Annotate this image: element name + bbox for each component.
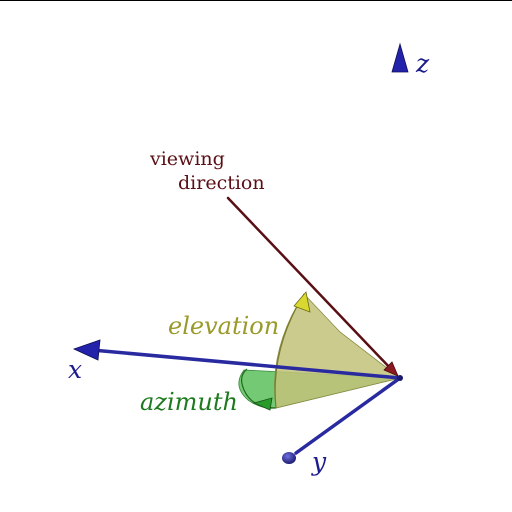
y-axis-label: y [311, 447, 327, 476]
viewing-label-line1: viewing [149, 148, 225, 170]
origin-point [397, 375, 403, 381]
top-border [0, 0, 512, 1]
elevation-arrowhead [293, 291, 311, 313]
elevation-label: elevation [168, 312, 279, 340]
x-axis [90, 348, 402, 380]
z-axis-arrowhead [391, 42, 409, 73]
azimuth-arrowhead [252, 397, 273, 411]
x-axis-arrowhead [72, 339, 101, 361]
y-axis-arrowhead [282, 452, 296, 464]
x-axis-label: x [68, 355, 82, 384]
viewing-direction-line [226, 196, 394, 372]
viewing-direction-arrowhead [383, 361, 399, 377]
viewing-label-line2: direction [178, 172, 265, 194]
z-axis-label: z [415, 49, 430, 78]
azimuth-label: azimuth [140, 388, 238, 416]
y-axis [294, 376, 402, 455]
